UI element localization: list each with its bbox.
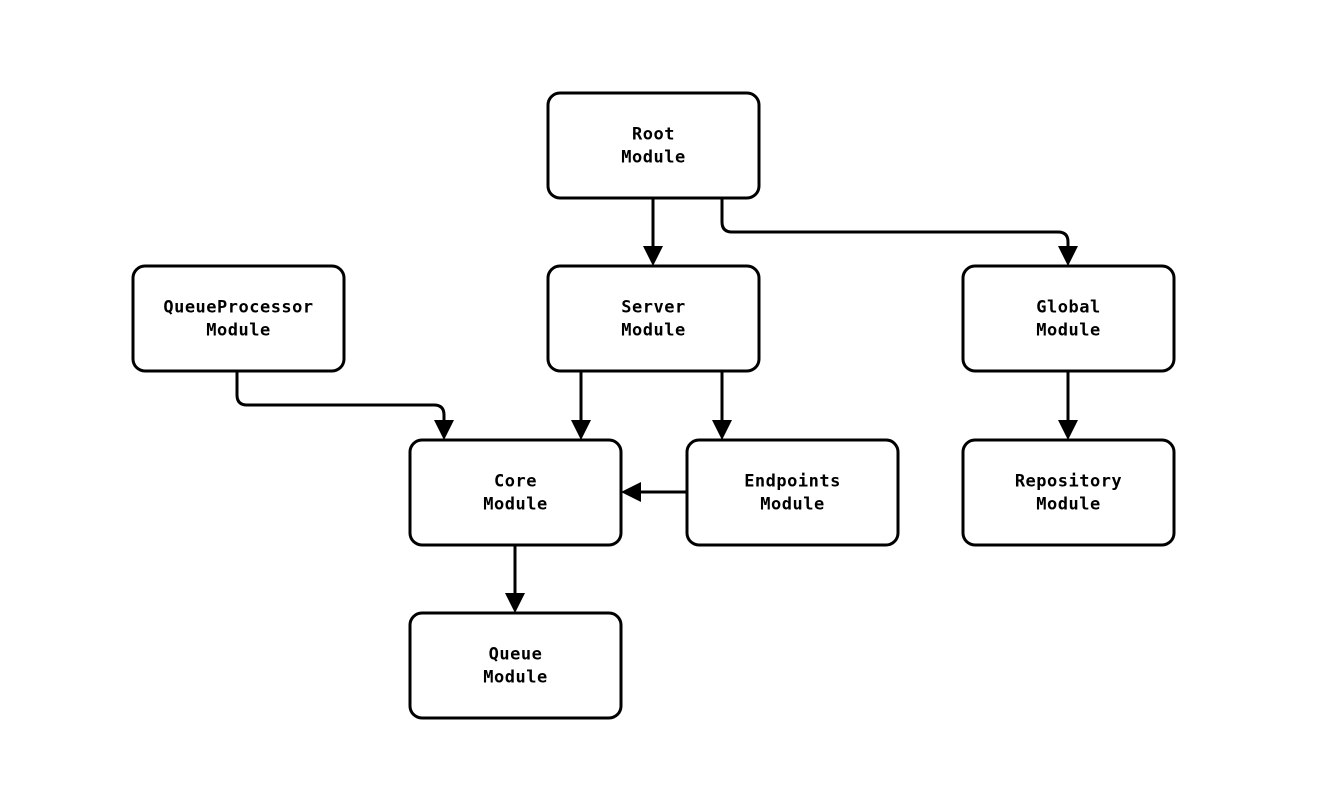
edge-server-to-core <box>571 371 591 440</box>
node-label-line1: QueueProcessor <box>163 298 313 318</box>
node-label-line2: Module <box>1036 495 1100 515</box>
arrowhead-icon <box>643 246 663 266</box>
arrowhead-icon <box>505 593 525 613</box>
node-label-line2: Module <box>206 321 270 341</box>
edge-endpoints-to-core <box>621 482 687 502</box>
node-label-line2: Module <box>1036 321 1100 341</box>
node-box[interactable] <box>546 264 761 373</box>
edge-line <box>235 371 446 425</box>
node-label-line2: Module <box>760 495 824 515</box>
node-label-line1: Queue <box>489 645 543 665</box>
node-label-line1: Endpoints <box>744 472 841 492</box>
edges-layer <box>235 198 1078 613</box>
node-box[interactable] <box>961 438 1176 547</box>
node-label-line1: Root <box>632 125 675 145</box>
node-label-line2: Module <box>483 668 547 688</box>
node-box[interactable] <box>408 611 623 720</box>
node-label-line2: Module <box>621 321 685 341</box>
edge-core-to-queue <box>505 545 525 613</box>
node-box[interactable] <box>408 438 623 547</box>
edge-root-to-global <box>720 198 1078 266</box>
node-box[interactable] <box>131 264 346 373</box>
edge-line <box>720 198 1070 251</box>
edge-global-to-repository <box>1058 371 1078 440</box>
arrowhead-icon <box>571 420 591 440</box>
arrowhead-icon <box>712 420 732 440</box>
node-label-line1: Server <box>621 298 685 318</box>
edge-root-to-server <box>643 198 663 266</box>
node-label-line2: Module <box>621 148 685 168</box>
arrowhead-icon <box>1058 420 1078 440</box>
node-label-line1: Repository <box>1015 472 1122 492</box>
edge-server-to-endpoints <box>712 371 732 440</box>
node-label-line1: Core <box>494 472 537 492</box>
edge-queueprocessor-to-core <box>235 371 454 440</box>
node-label-line1: Global <box>1036 298 1100 318</box>
arrowhead-icon <box>621 482 641 502</box>
arrowhead-icon <box>434 420 454 440</box>
node-label-line2: Module <box>483 495 547 515</box>
arrowhead-icon <box>1058 246 1078 266</box>
nodes-layer: RootModuleQueueProcessorModuleServerModu… <box>131 91 1176 720</box>
node-box[interactable] <box>685 438 900 547</box>
node-box[interactable] <box>961 264 1176 373</box>
node-box[interactable] <box>546 91 761 200</box>
